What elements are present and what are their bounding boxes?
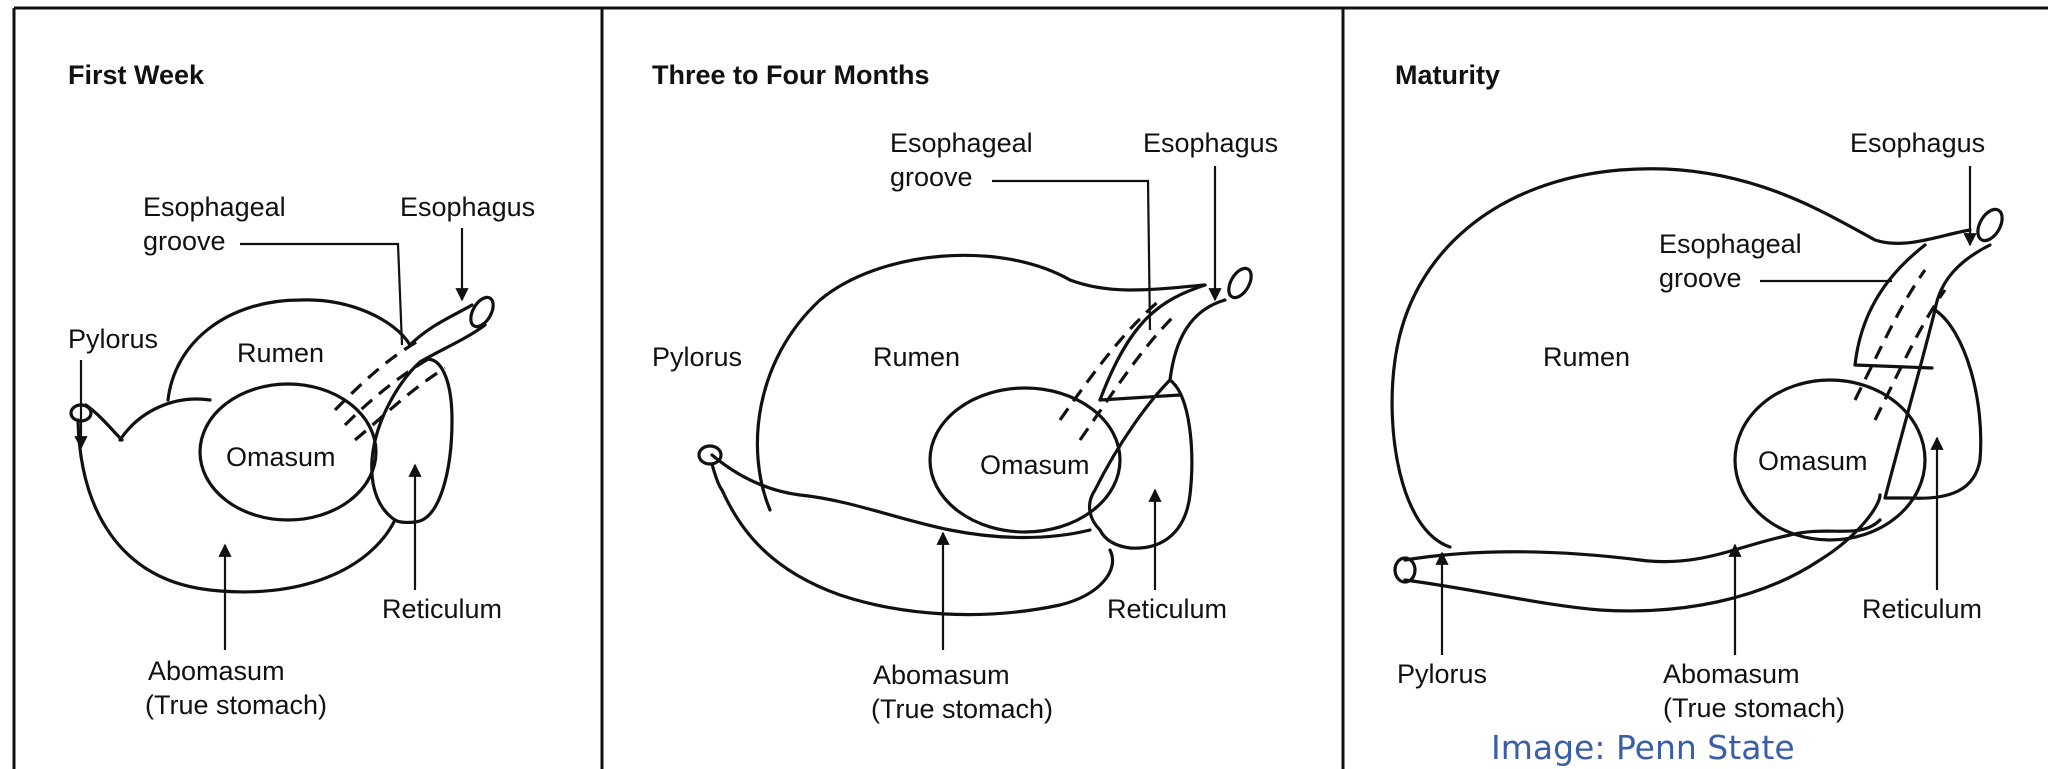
label-esophagus: Esophagus [1850, 128, 1985, 158]
label-omasum: Omasum [1758, 446, 1868, 476]
reticulum-shape [372, 359, 452, 522]
panel-maturity: Maturity Esophagus Esophageal groove Rum… [1392, 60, 2007, 723]
panel-title: Three to Four Months [652, 60, 929, 90]
abomasum-shape [1405, 520, 1880, 562]
panel-three-to-four-months: Three to Four Months Esophageal groove E… [652, 60, 1278, 724]
label-omasum: Omasum [226, 442, 336, 472]
label-omasum: Omasum [980, 450, 1090, 480]
label-rumen: Rumen [1543, 342, 1630, 372]
label-abomasum-2: (True stomach) [871, 694, 1053, 724]
image-credit: Image: Penn State [1491, 728, 1795, 767]
label-rumen: Rumen [237, 338, 324, 368]
label-esophageal-groove-2: groove [1659, 263, 1742, 293]
reticulum-shape [1090, 380, 1192, 548]
label-abomasum: Abomasum [1663, 659, 1800, 689]
label-reticulum: Reticulum [1107, 594, 1227, 624]
label-pylorus: Pylorus [68, 324, 158, 354]
label-esophageal-groove-2: groove [143, 226, 226, 256]
panel-title: Maturity [1395, 60, 1500, 90]
leader-esophageal-groove [992, 181, 1150, 330]
label-rumen: Rumen [873, 342, 960, 372]
label-esophageal-groove: Esophageal [1659, 229, 1802, 259]
label-abomasum-2: (True stomach) [145, 690, 327, 720]
label-esophageal-groove: Esophageal [143, 192, 286, 222]
label-esophagus: Esophagus [400, 192, 535, 222]
leader-esophageal-groove [240, 244, 402, 345]
label-abomasum: Abomasum [873, 660, 1010, 690]
label-reticulum: Reticulum [382, 594, 502, 624]
label-esophageal-groove: Esophageal [890, 128, 1033, 158]
label-esophagus: Esophagus [1143, 128, 1278, 158]
label-reticulum: Reticulum [1862, 594, 1982, 624]
pylorus-opening [699, 446, 721, 464]
label-esophageal-groove-2: groove [890, 162, 973, 192]
label-pylorus: Pylorus [1397, 659, 1487, 689]
panel-first-week: First Week Esophageal groove Esophagus P… [68, 60, 535, 720]
rumen-shape [1392, 169, 1970, 547]
label-abomasum-2: (True stomach) [1663, 693, 1845, 723]
label-abomasum: Abomasum [148, 656, 285, 686]
label-pylorus: Pylorus [652, 342, 742, 372]
panel-title: First Week [68, 60, 205, 90]
